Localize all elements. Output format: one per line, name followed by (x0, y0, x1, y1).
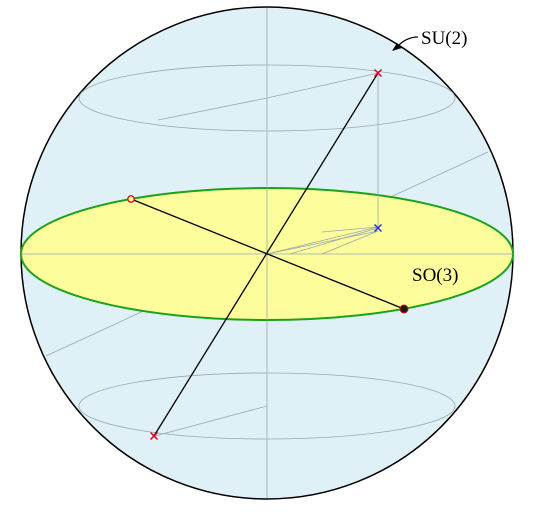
sphere-diameter-line (153, 72, 379, 437)
projected-cross-marker (373, 223, 383, 233)
so3-label: SO(3) (412, 265, 458, 286)
bottom-cross-marker (149, 431, 159, 441)
su2-pointer-arrowhead (392, 43, 402, 51)
projection-ray-4 (321, 230, 379, 255)
guide-line-upper-right (266, 72, 379, 99)
projection-ray-1 (266, 226, 379, 255)
filled-point-marker (399, 304, 409, 314)
projection-ray-5 (321, 226, 379, 233)
projection-ray-3 (289, 227, 379, 255)
top-cross-marker (373, 68, 383, 78)
projection-ray-2 (266, 230, 379, 255)
open-point-marker (127, 195, 135, 203)
disk-diameter-line (130, 198, 405, 310)
su2-label: SU(2) (421, 28, 467, 49)
guide-line-lower (154, 405, 268, 437)
guide-line-upper-left (157, 97, 268, 121)
